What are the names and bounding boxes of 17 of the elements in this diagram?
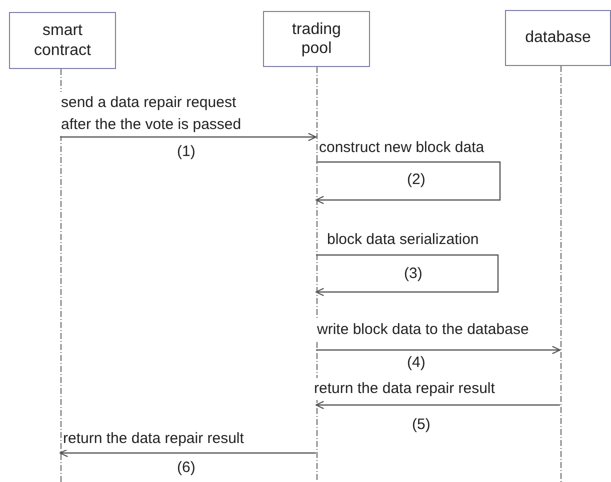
- participant-name: database: [525, 28, 591, 48]
- message-arrow: [315, 400, 560, 410]
- step-number: (3): [404, 265, 422, 283]
- message-label: return the data repair result: [313, 378, 496, 400]
- message-arrow: [315, 254, 499, 296]
- step-number: (5): [412, 416, 430, 434]
- step-number: (1): [177, 143, 196, 161]
- message-arrow: [59, 448, 316, 458]
- step-number: (4): [407, 354, 426, 372]
- step-number: (2): [407, 171, 426, 189]
- message-arrow: [316, 346, 561, 354]
- message-arrow: [60, 132, 317, 142]
- participant-name: trading pool: [291, 20, 342, 58]
- participant-name: smart contract: [33, 21, 92, 60]
- message-label: write block data to the database: [316, 319, 530, 341]
- step-number: (6): [177, 459, 196, 477]
- message-arrow: [315, 161, 501, 204]
